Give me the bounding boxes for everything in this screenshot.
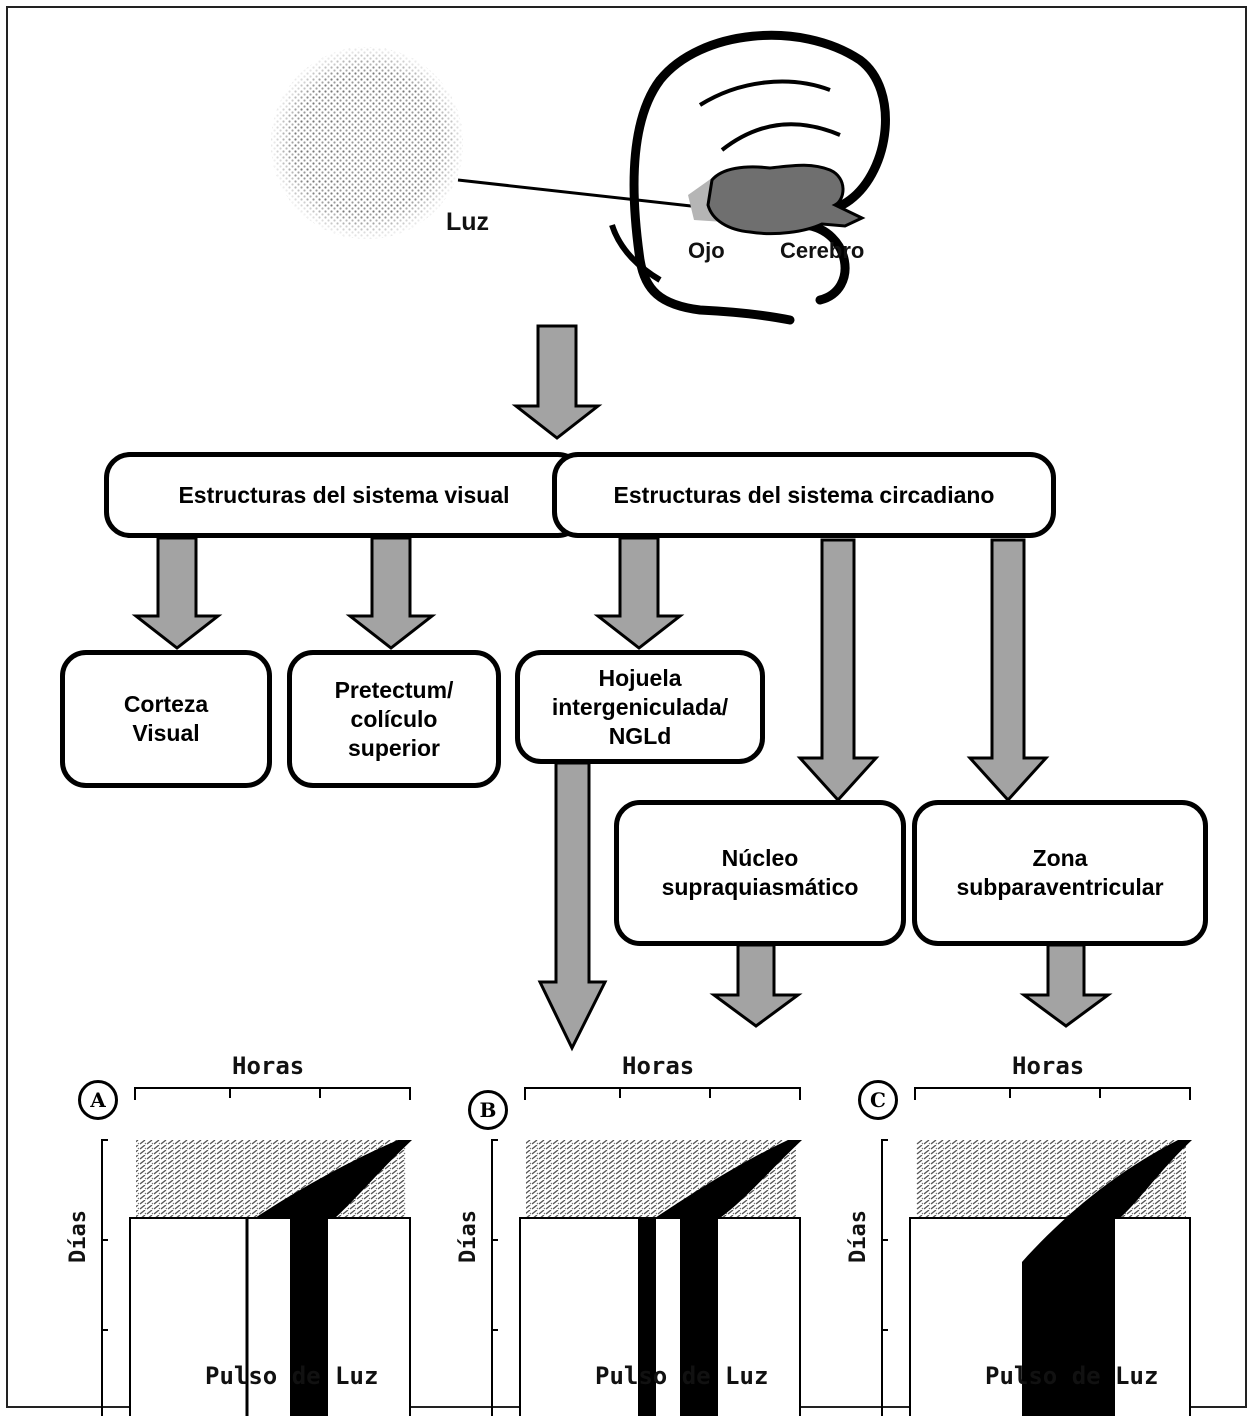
light-source-icon <box>271 47 463 239</box>
arrow-to-corteza <box>131 536 223 650</box>
brain-label: Cerebro <box>780 238 865 263</box>
arrow-zona-to-panel-c <box>1019 943 1113 1028</box>
hours-label: Horas <box>622 1052 695 1080</box>
light-label: Luz <box>446 208 490 236</box>
days-axis <box>101 1139 108 1416</box>
light-pulse-label: Pulso de Luz <box>985 1362 1159 1390</box>
light-ray <box>457 178 701 209</box>
panel-badge: C <box>858 1080 898 1120</box>
activity-band <box>655 1140 802 1416</box>
activity-band <box>255 1140 412 1416</box>
brain-icon <box>706 163 866 236</box>
hours-axis <box>134 1087 411 1100</box>
days-axis <box>491 1139 498 1416</box>
hours-axis <box>524 1087 801 1100</box>
panel-badge: B <box>468 1090 508 1130</box>
days-label: Días <box>455 1210 481 1263</box>
hours-label: Horas <box>232 1052 305 1080</box>
light-pulse-region <box>519 1217 801 1416</box>
eye-label: Ojo <box>688 238 725 263</box>
days-label: Días <box>65 1210 91 1263</box>
arrow-to-nucleo <box>796 538 880 803</box>
animal-head-icon <box>609 30 890 325</box>
arrow-to-pretectum <box>345 536 437 650</box>
days-label: Días <box>845 1210 871 1263</box>
light-pulse-label: Pulso de Luz <box>205 1362 379 1390</box>
light-pulse-region <box>129 1217 411 1416</box>
days-axis <box>881 1139 888 1416</box>
arrow-hojuela-to-panel-b <box>537 761 608 1052</box>
visual-system-structures-box: Estructuras del sistema visual <box>104 452 584 538</box>
arrow-down-main <box>511 324 603 440</box>
arrow-to-zona <box>966 538 1050 803</box>
hours-axis <box>914 1087 1191 1100</box>
hours-label: Horas <box>1012 1052 1085 1080</box>
pulse-stripe <box>638 1218 656 1416</box>
circadian-system-structures-box: Estructuras del sistema circadiano <box>552 452 1056 538</box>
panel-badge: A <box>78 1080 118 1120</box>
arrow-to-hojuela <box>593 536 685 650</box>
arrow-nucleo-to-panel-b <box>709 943 803 1028</box>
activity-band <box>1022 1140 1192 1416</box>
light-pulse-label: Pulso de Luz <box>595 1362 769 1390</box>
